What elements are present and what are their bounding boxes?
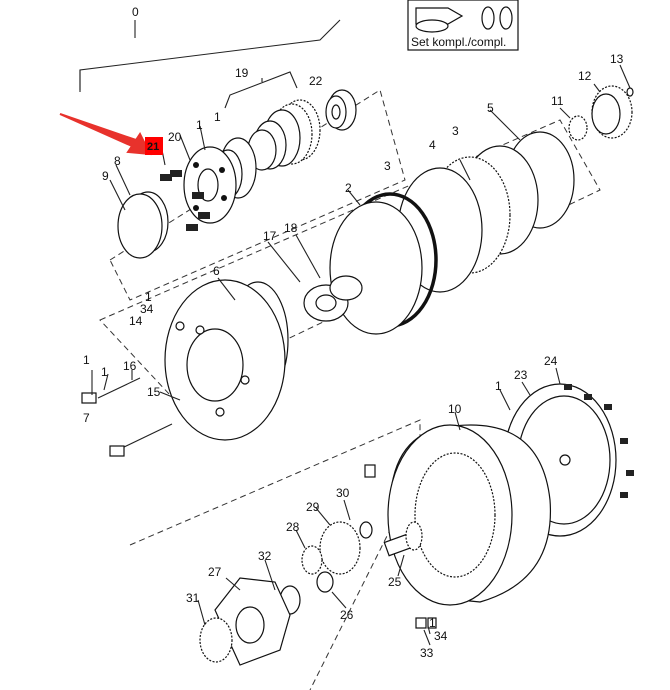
callout-13: 13 xyxy=(610,52,624,66)
callout-14: 14 xyxy=(129,314,143,328)
callout-15: 15 xyxy=(147,385,161,399)
callout-28: 28 xyxy=(286,520,300,534)
callout-9: 9 xyxy=(102,169,109,183)
callout-31: 31 xyxy=(186,591,200,605)
callout-1c: 1 xyxy=(145,290,152,304)
gear-pack-19[interactable] xyxy=(247,99,321,171)
highlight-badge[interactable] xyxy=(145,137,163,155)
callout-1d: 1 xyxy=(83,353,90,367)
callout-7: 7 xyxy=(83,411,90,425)
middle-section-frame xyxy=(99,119,601,396)
callout-24: 24 xyxy=(544,354,558,368)
gear-29[interactable] xyxy=(319,521,361,575)
highlight-label: 21 xyxy=(147,141,159,153)
callout-0: 0 xyxy=(132,5,139,19)
callout-23: 23 xyxy=(514,368,528,382)
callout-30: 30 xyxy=(336,486,350,500)
callout-22: 22 xyxy=(309,74,323,88)
callout-25: 25 xyxy=(388,575,402,589)
callout-32: 32 xyxy=(258,549,272,563)
callout-34b: 34 xyxy=(434,629,448,643)
callout-2: 2 xyxy=(345,181,352,195)
planet-carrier-27[interactable] xyxy=(214,577,291,666)
callout-33: 33 xyxy=(420,646,434,660)
plug-10[interactable] xyxy=(364,464,376,478)
bearing-22[interactable] xyxy=(325,89,357,131)
friction-ring-2b[interactable] xyxy=(329,201,423,335)
gear-12[interactable] xyxy=(591,85,633,139)
callout-4: 4 xyxy=(429,138,436,152)
callout-1e: 1 xyxy=(101,365,108,379)
seal-set-box[interactable]: Set kompl./compl. xyxy=(407,0,519,51)
callout-3a: 3 xyxy=(452,124,459,138)
callout-26: 26 xyxy=(340,608,354,622)
callout-12: 12 xyxy=(578,69,592,83)
pinion-31[interactable] xyxy=(199,617,233,663)
washer-18[interactable] xyxy=(329,275,363,301)
highlight-arrow xyxy=(59,113,152,156)
callout-5: 5 xyxy=(487,101,494,115)
callout-27: 27 xyxy=(208,565,222,579)
callout-1f: 1 xyxy=(495,379,502,393)
callout-16: 16 xyxy=(123,359,137,373)
callout-11: 11 xyxy=(551,94,564,108)
callout-1b: 1 xyxy=(196,118,203,132)
flange-20[interactable] xyxy=(183,146,237,224)
callout-1g: 1 xyxy=(429,616,436,630)
callout-18: 18 xyxy=(284,221,298,235)
housing-10[interactable] xyxy=(387,424,552,606)
washer-26[interactable] xyxy=(316,571,334,593)
callout-29: 29 xyxy=(306,500,320,514)
snap-ring-9[interactable] xyxy=(117,193,163,259)
set-box-label: Set kompl./compl. xyxy=(411,35,506,49)
washer-30[interactable] xyxy=(359,521,373,539)
shaft-25[interactable] xyxy=(383,521,423,557)
gear-28[interactable] xyxy=(301,545,323,575)
callout-8: 8 xyxy=(114,154,121,168)
plug-33[interactable] xyxy=(415,617,437,629)
callout-6: 6 xyxy=(213,264,220,278)
callouts: 0 19 22 13 12 11 5 1 1 20 3 4 3 8 9 2 17… xyxy=(83,5,624,660)
pin-13[interactable] xyxy=(626,87,634,97)
callout-1a: 1 xyxy=(214,110,221,124)
hub-6[interactable] xyxy=(164,279,289,441)
callout-20: 20 xyxy=(168,130,182,144)
bolt-16a[interactable] xyxy=(81,377,141,404)
gear-11[interactable] xyxy=(568,115,588,141)
callout-3b: 3 xyxy=(384,159,391,173)
callout-19: 19 xyxy=(235,66,249,80)
callout-17: 17 xyxy=(263,229,277,243)
screws-24[interactable] xyxy=(564,384,634,498)
bolts-21[interactable] xyxy=(160,170,210,231)
bolt-16b[interactable] xyxy=(109,423,173,457)
assembly-bracket xyxy=(79,19,341,90)
callout-10: 10 xyxy=(448,402,462,416)
callout-34a: 34 xyxy=(140,302,154,316)
